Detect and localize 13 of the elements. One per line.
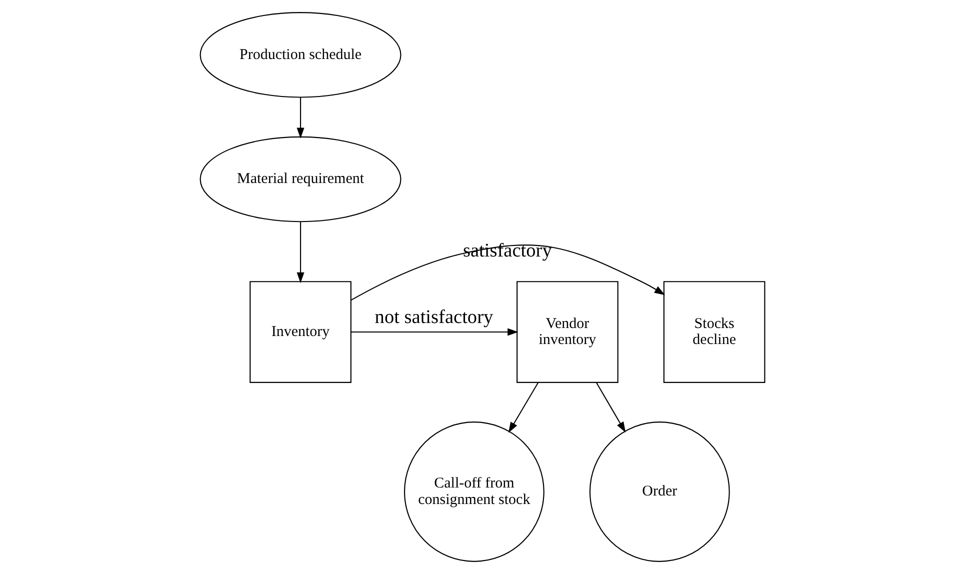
node-box: Inventory — [250, 281, 352, 383]
edge-label: satisfactory — [462, 240, 552, 262]
arrow — [596, 382, 626, 433]
node-ellipse: Production schedule — [200, 12, 402, 98]
node-ellipse: Material requirement — [200, 136, 402, 222]
arrow — [350, 244, 666, 301]
node-box: Stocks decline — [663, 281, 766, 383]
node-box: Vendor inventory — [516, 281, 618, 383]
edge-label: not satisfactory — [374, 306, 494, 328]
arrow — [296, 222, 304, 284]
arrow — [296, 97, 304, 138]
arrow — [508, 382, 539, 433]
arrow — [351, 328, 518, 336]
